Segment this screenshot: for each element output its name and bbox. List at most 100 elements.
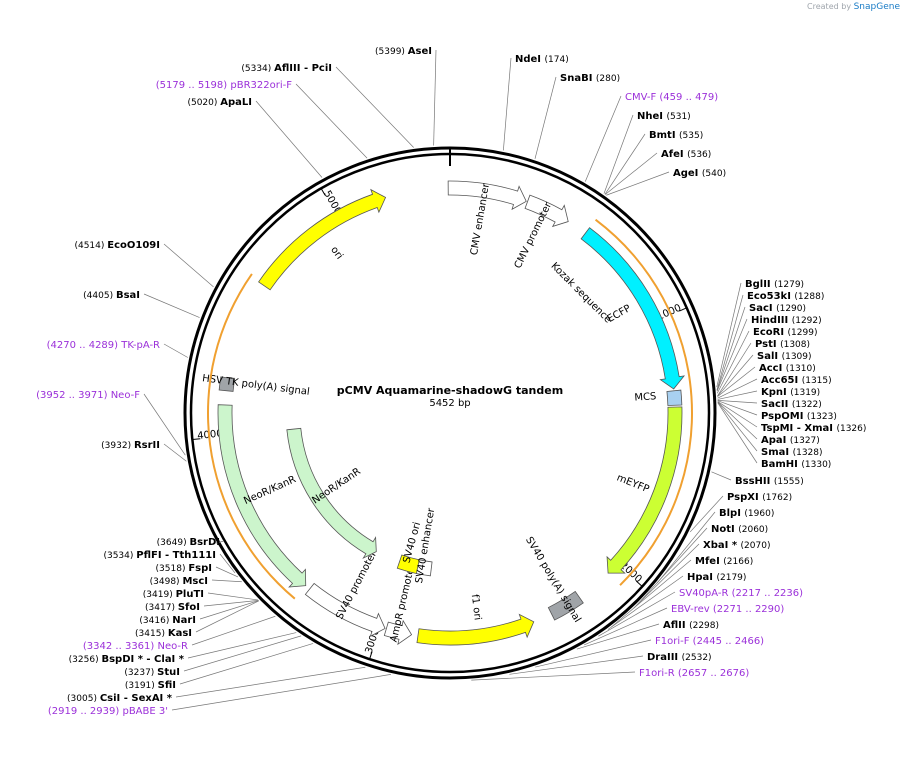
site-leader-line	[716, 294, 744, 390]
primer-site-label: SV40pA-R (2217 .. 2236)	[679, 588, 803, 599]
restriction-site-label: BamHI (1330)	[761, 459, 831, 470]
restriction-site-label: (3191) SfiI	[125, 680, 176, 691]
credit-prefix: Created by	[807, 2, 852, 11]
snapgene-credit: Created by SnapGene	[807, 2, 900, 12]
primer-site-label: (5179 .. 5198) pBR322ori-F	[156, 80, 292, 91]
restriction-site-label: EcoRI (1299)	[753, 327, 817, 338]
feature-hsv-tk	[218, 376, 236, 392]
site-leader-line	[717, 354, 754, 397]
restriction-site-label: (3005) CsiI - SexAI *	[67, 693, 173, 704]
inner-feature-neo-kan-2	[286, 427, 377, 560]
feature-cmv-enhancer	[447, 180, 527, 211]
restriction-site-label: AfeI (536)	[661, 149, 711, 160]
restriction-site-label: NotI (2060)	[711, 524, 768, 535]
primer-site-label: F1ori-R (2657 .. 2676)	[639, 668, 749, 679]
restriction-site-label: (5399) AseI	[375, 46, 432, 57]
restriction-site-label: SalI (1309)	[757, 351, 812, 362]
feature-mcs	[666, 389, 683, 406]
primer-site-label: (3342 .. 3361) Neo-R	[83, 641, 188, 652]
site-leader-line	[503, 57, 512, 151]
site-leader-line	[163, 443, 187, 462]
restriction-site-label: NdeI (174)	[515, 54, 569, 65]
site-leader-line	[215, 540, 225, 544]
kozak-label: Kozak sequence	[548, 261, 613, 326]
restriction-site-label: (3419) PluTI	[143, 589, 204, 600]
restriction-site-label: BmtI (535)	[649, 130, 703, 141]
site-leader-line	[717, 366, 756, 397]
site-leader-line	[635, 527, 708, 607]
restriction-site-label: (3417) SfoI	[145, 602, 200, 613]
tick-mark	[320, 188, 326, 196]
restriction-site-label: (3256) BspDI * - ClaI *	[69, 654, 185, 665]
site-leader-line	[163, 243, 214, 288]
restriction-site-label: KpnI (1319)	[761, 387, 820, 398]
primer-site-label: F1ori-F (2445 .. 2466)	[655, 636, 764, 647]
tick-mark	[192, 438, 201, 441]
restriction-site-label: (3649) BsrDI	[157, 537, 220, 548]
site-leader-line	[509, 655, 644, 675]
site-leader-line	[211, 579, 242, 583]
primer-site-label: (2919 .. 2939) pBABE 3'	[48, 706, 168, 717]
site-leader-line	[598, 591, 676, 637]
site-leader-line	[576, 623, 660, 650]
snapgene-logo-text: SnapGene	[853, 2, 900, 12]
site-leader-line	[143, 293, 200, 318]
restriction-site-label: HpaI (2179)	[687, 572, 746, 583]
site-leader-line	[610, 559, 692, 628]
restriction-site-label: HindIII (1292)	[751, 315, 822, 326]
site-leader-line	[711, 471, 732, 481]
restriction-site-label: PspXI (1762)	[727, 492, 792, 503]
site-leader-line	[203, 600, 259, 607]
site-leader-line	[716, 282, 742, 388]
backbone-outer-ring	[183, 146, 717, 680]
restriction-site-label: SacII (1322)	[761, 399, 822, 410]
restriction-site-label: BssHII (1555)	[735, 476, 804, 487]
feature-label-ori: ori	[328, 245, 345, 262]
inner-feature-sv40-ori	[396, 554, 421, 575]
site-leader-line	[717, 342, 752, 397]
site-leader-line	[606, 171, 670, 196]
site-leader-line	[716, 330, 750, 394]
plasmid-size: 5452 bp	[429, 398, 470, 409]
plasmid-name: pCMV Aquamarine-shadowG tandem	[337, 384, 563, 397]
backbone-inner-ring	[189, 152, 711, 674]
site-leader-line	[179, 643, 314, 685]
site-leader-line	[187, 632, 297, 659]
site-leader-line	[604, 152, 658, 195]
site-leader-line	[717, 401, 758, 452]
site-leader-line	[717, 401, 758, 440]
site-leader-line	[195, 600, 260, 633]
site-leader-line	[604, 133, 646, 195]
site-leader-line	[255, 100, 323, 178]
feature-meyfp	[606, 406, 683, 574]
site-leader-line	[607, 575, 684, 630]
site-leader-line	[215, 566, 239, 578]
tick-mark	[679, 307, 687, 312]
site-leader-line	[716, 306, 746, 391]
restriction-site-label: PstI (1308)	[755, 339, 810, 350]
restriction-site-label: BglII (1279)	[745, 279, 804, 290]
restriction-site-label: XbaI * (2070)	[703, 540, 770, 551]
site-leader-line	[716, 318, 748, 392]
feature-ori	[258, 188, 387, 291]
site-leader-line	[633, 543, 700, 609]
feature-ecfp	[580, 227, 686, 390]
site-leader-line	[717, 402, 758, 464]
site-leader-line	[199, 600, 259, 620]
restriction-site-label: SnaBI (280)	[560, 73, 620, 84]
restriction-site-label: PspOMI (1323)	[761, 411, 837, 422]
site-leader-line	[183, 635, 302, 672]
restriction-site-label: SacI (1290)	[749, 303, 806, 314]
feature-neo-kan	[217, 404, 307, 588]
restriction-site-label: DraIII (2532)	[647, 652, 712, 663]
feature-sv40-polya	[547, 590, 584, 621]
restriction-site-label: AflII (2298)	[663, 620, 719, 631]
site-leader-line	[717, 378, 758, 399]
feature-f1-ori	[416, 613, 535, 646]
restriction-site-label: SmaI (1328)	[761, 447, 823, 458]
tick-mark	[636, 580, 643, 587]
site-leader-line	[717, 390, 758, 400]
cds-highlight-arc	[594, 218, 693, 586]
restriction-site-label: (3498) MscI	[150, 576, 208, 587]
site-leader-line	[171, 674, 391, 711]
